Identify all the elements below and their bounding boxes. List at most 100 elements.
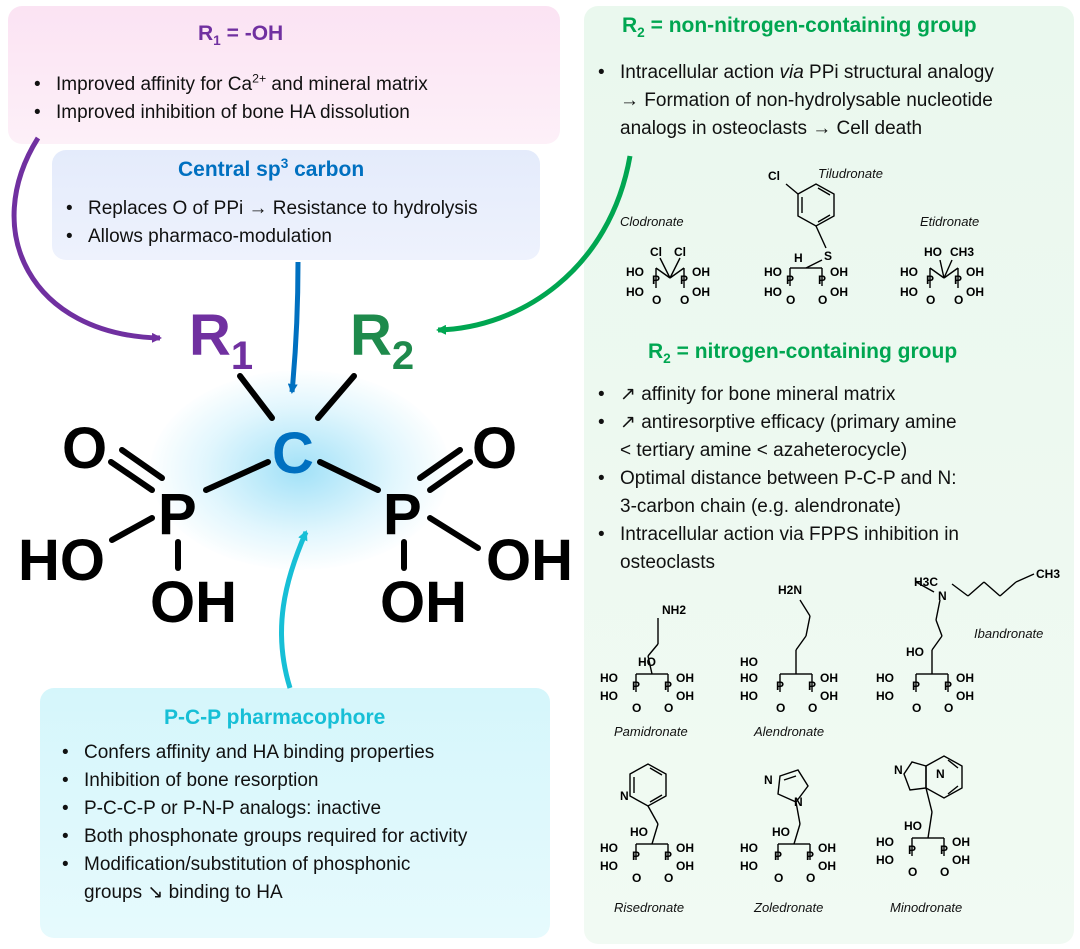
drug-name-pamidronate: Pamidronate [614, 724, 688, 739]
core-carbon: C [272, 421, 314, 486]
tiludronate-o-2: O [818, 293, 827, 307]
clodronate-cl-2: Cl [674, 245, 686, 259]
clodronate-structure: Cl Cl HO HO P P O O OH OH [626, 245, 710, 307]
pcp-arrow [279, 530, 309, 689]
minodronate-ho: HO [904, 819, 922, 833]
r2-n-bullet-4-cont: osteoclasts [620, 552, 716, 573]
pamidronate-oh-1: OH [676, 671, 694, 685]
clodronate-oh-2: OH [692, 285, 710, 299]
drug-name-minodronate: Minodronate [890, 900, 963, 915]
pcp-title: P-C-P pharmacophore [164, 706, 386, 729]
r2-non-bullet-1-cont-2: analogs in osteoclasts → Cell death [620, 118, 923, 139]
core-r2-label: R2 [350, 303, 414, 378]
alendronate-ho-1: HO [740, 671, 758, 685]
pamidronate-ho-2: HO [600, 689, 618, 703]
risedronate-p-2: P [664, 849, 672, 863]
etidronate-oh-2: OH [966, 285, 984, 299]
clodronate-o-2: O [680, 293, 689, 307]
zoledronate-p-1: P [774, 849, 782, 863]
central-carbon-panel [52, 150, 540, 260]
pamidronate-o-1: O [632, 701, 641, 715]
minodronate-oh-2: OH [952, 853, 970, 867]
zoledronate-n-1: N [764, 773, 773, 787]
zoledronate-ho-1: HO [740, 841, 758, 855]
clodronate-o-1: O [652, 293, 661, 307]
r1-title: R1 = -OH [198, 22, 284, 49]
r1-panel [8, 6, 560, 144]
ibandronate-structure: H3C N CH3 HO HO HO P P O O OH OH [876, 567, 1060, 715]
minodronate-p-2: P [940, 843, 948, 857]
zoledronate-n-2: N [794, 795, 803, 809]
risedronate-oh-1: OH [676, 841, 694, 855]
drug-name-ibandronate: Ibandronate [974, 626, 1044, 641]
alendronate-o-1: O [776, 701, 785, 715]
clodronate-p-1: P [652, 273, 660, 287]
r1-arrow [11, 136, 162, 343]
r1-bullet-2: •Improved inhibition of bone HA dissolut… [34, 102, 410, 123]
r2-n-bullet-1: •↗ affinity for bone mineral matrix [598, 384, 896, 405]
risedronate-ho: HO [630, 825, 648, 839]
core-o-left: O [62, 416, 107, 481]
core-o-right: O [472, 416, 517, 481]
risedronate-o-2: O [664, 871, 673, 885]
ibandronate-p-1: P [912, 679, 920, 693]
zoledronate-oh-2: OH [818, 859, 836, 873]
ibandronate-o-1: O [912, 701, 921, 715]
r2-n-bullet-2: •↗ antiresorptive efficacy (primary amin… [598, 412, 957, 433]
drug-name-risedronate: Risedronate [614, 900, 685, 915]
ibandronate-oh-2: OH [956, 689, 974, 703]
clodronate-p-2: P [680, 273, 688, 287]
core-oh-right-side: OH [486, 528, 573, 593]
alendronate-ho-2: HO [740, 689, 758, 703]
etidronate-structure: HO CH3 HO HO P P O O OH OH [900, 245, 984, 307]
pcp-bullet-5-cont: groups ↘ binding to HA [84, 882, 283, 903]
pamidronate-o-2: O [664, 701, 673, 715]
alendronate-h2n: H2N [778, 583, 802, 597]
r2-n-bullet-2-cont: < tertiary amine < azaheterocycle) [620, 440, 908, 461]
drug-name-zoledronate: Zoledronate [754, 900, 824, 915]
etidronate-o-1: O [926, 293, 935, 307]
pcp-panel [40, 688, 550, 938]
pamidronate-ho: HO [638, 655, 656, 669]
drug-name-etidronate: Etidronate [920, 214, 980, 229]
alendronate-oh-2: OH [820, 689, 838, 703]
core-oh-left: OH [150, 570, 237, 635]
etidronate-p-2: P [954, 273, 962, 287]
alendronate-o-2: O [808, 701, 817, 715]
zoledronate-structure: N N HO HO HO P P O O OH OH [740, 769, 836, 885]
drug-name-clodronate: Clodronate [620, 214, 684, 229]
pcp-bullet-3: •P-C-C-P or P-N-P analogs: inactive [62, 798, 382, 819]
alendronate-ho: HO [740, 655, 758, 669]
tiludronate-oh-2: OH [830, 285, 848, 299]
pamidronate-p-2: P [664, 679, 672, 693]
central-carbon-title: Central sp3 carbon [178, 156, 365, 181]
etidronate-oh-1: OH [966, 265, 984, 279]
pamidronate-ho-1: HO [600, 671, 618, 685]
zoledronate-ho-2: HO [740, 859, 758, 873]
ibandronate-p-2: P [944, 679, 952, 693]
r2-n-bullet-3-cont: 3-carbon chain (e.g. alendronate) [620, 496, 901, 517]
minodronate-o-1: O [908, 865, 917, 879]
drug-name-tiludronate: Tiludronate [818, 166, 883, 181]
r1-bullet-1: •Improved affinity for Ca2+ and mineral … [34, 71, 428, 95]
alendronate-structure: H2N HO HO HO P P O O OH OH [740, 583, 838, 715]
drug-name-alendronate: Alendronate [754, 724, 825, 739]
core-r1-label: R1 [189, 303, 253, 378]
minodronate-n-1: N [894, 763, 903, 777]
tiludronate-p-2: P [818, 273, 826, 287]
core-ho-left: HO [18, 528, 105, 593]
clodronate-oh-1: OH [692, 265, 710, 279]
central-carbon-bullet-2: •Allows pharmaco-modulation [66, 226, 332, 247]
minodronate-ho-2: HO [876, 853, 894, 867]
tiludronate-oh-1: OH [830, 265, 848, 279]
pcp-bullet-1: •Confers affinity and HA binding propert… [62, 742, 435, 763]
minodronate-oh-1: OH [952, 835, 970, 849]
ibandronate-ho-2: HO [876, 689, 894, 703]
ibandronate-ho: HO [906, 645, 924, 659]
tiludronate-s: S [824, 249, 832, 263]
pcp-bullet-2: •Inhibition of bone resorption [62, 770, 319, 791]
etidronate-ho-1: HO [900, 265, 918, 279]
risedronate-n: N [620, 789, 629, 803]
core-p-right: P [383, 482, 422, 547]
etidronate-ho: HO [924, 245, 942, 259]
